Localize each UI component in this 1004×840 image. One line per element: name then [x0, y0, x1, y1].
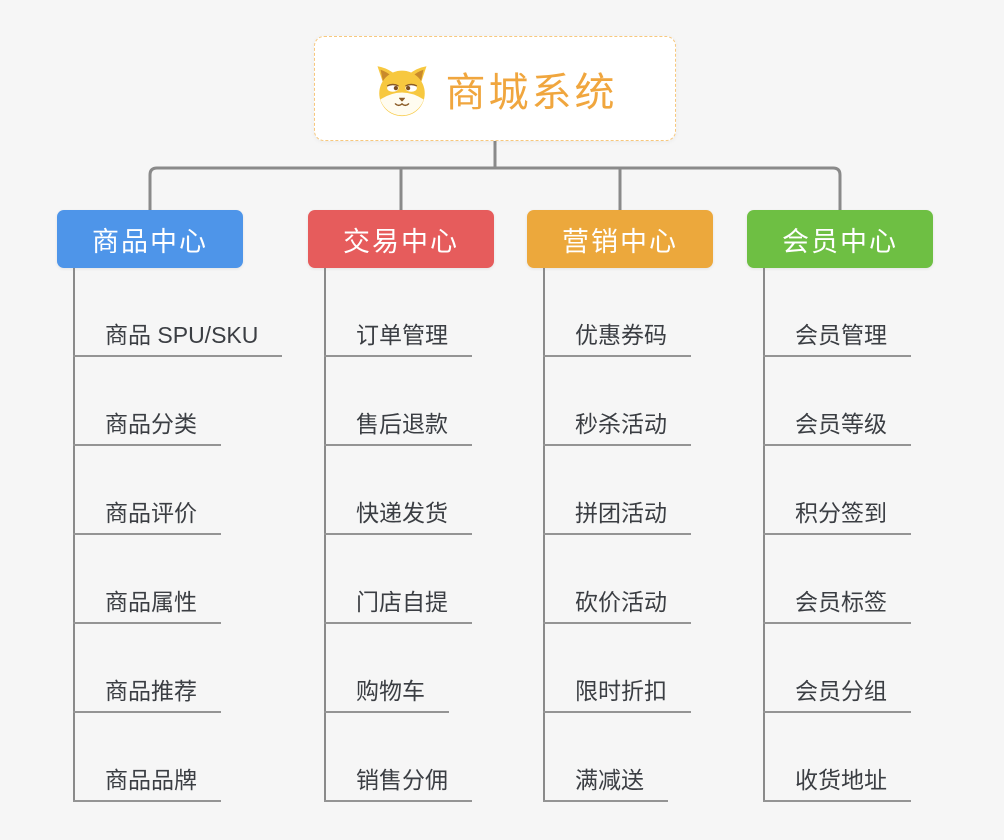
tree-item[interactable]: 商品评价 — [73, 498, 221, 535]
branch-label: 商品中心 — [92, 226, 208, 257]
tree-item[interactable]: 商品品牌 — [73, 765, 221, 802]
branch-children: 订单管理 售后退款 快递发货 门店自提 购物车 销售分佣 — [324, 268, 569, 804]
tree-item[interactable]: 限时折扣 — [543, 676, 691, 713]
tree-item[interactable]: 会员标签 — [763, 587, 911, 624]
branch-children: 商品 SPU/SKU 商品分类 商品评价 商品属性 商品推荐 商品品牌 — [73, 268, 318, 804]
tree-item[interactable]: 砍价活动 — [543, 587, 691, 624]
branch-header-member-center[interactable]: 会员中心 — [747, 210, 933, 268]
tree-item[interactable]: 优惠券码 — [543, 320, 691, 357]
tree-item[interactable]: 商品 SPU/SKU — [73, 320, 283, 357]
branch-trunk-line — [763, 268, 765, 802]
tree-item[interactable]: 订单管理 — [324, 320, 472, 357]
branch-label: 交易中心 — [343, 226, 459, 257]
tree-item[interactable]: 商品推荐 — [73, 676, 221, 713]
root-title: 商城系统 — [445, 70, 618, 115]
tree-item[interactable]: 售后退款 — [324, 409, 472, 446]
branch-header-product-center[interactable]: 商品中心 — [57, 210, 243, 268]
tree-item[interactable]: 快递发货 — [324, 498, 472, 535]
tree-item[interactable]: 购物车 — [324, 676, 449, 713]
tree-item[interactable]: 商品分类 — [73, 409, 221, 446]
tree-item[interactable]: 会员等级 — [763, 409, 911, 446]
branch-trunk-line — [324, 268, 326, 802]
tree-item[interactable]: 拼团活动 — [543, 498, 691, 535]
shiba-dog-icon — [377, 65, 426, 116]
tree-item[interactable]: 商品属性 — [73, 587, 221, 624]
tree-item[interactable]: 秒杀活动 — [543, 409, 691, 446]
tree-item[interactable]: 收货地址 — [763, 765, 911, 802]
branch-label: 营销中心 — [562, 226, 678, 257]
branch-children: 优惠券码 秒杀活动 拼团活动 砍价活动 限时折扣 满减送 — [543, 268, 788, 804]
tree-item[interactable]: 积分签到 — [763, 498, 911, 535]
branch-rail-line — [148, 166, 842, 210]
tree-item[interactable]: 满减送 — [543, 765, 668, 802]
branch-children: 会员管理 会员等级 积分签到 会员标签 会员分组 收货地址 — [763, 268, 1004, 804]
branch-trunk-line — [73, 268, 75, 802]
branch-label: 会员中心 — [782, 226, 898, 257]
tree-item[interactable]: 门店自提 — [324, 587, 472, 624]
root-topic[interactable]: 商城系统 — [314, 36, 676, 141]
branch-header-marketing-center[interactable]: 营销中心 — [527, 210, 713, 268]
branch-trunk-line — [543, 268, 545, 802]
tree-item[interactable]: 销售分佣 — [324, 765, 472, 802]
branch-header-trade-center[interactable]: 交易中心 — [308, 210, 494, 268]
tree-item[interactable]: 会员管理 — [763, 320, 911, 357]
tree-item[interactable]: 会员分组 — [763, 676, 911, 713]
